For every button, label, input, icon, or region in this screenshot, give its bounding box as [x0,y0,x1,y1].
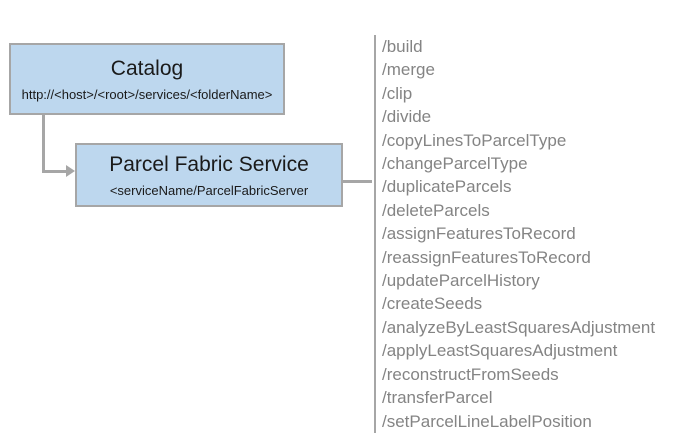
endpoint-item: /reassignFeaturesToRecord [382,247,591,267]
endpoint-item: /copyLinesToParcelType [382,130,567,150]
endpoint-item: /analyzeByLeastSquaresAdjustment [382,317,656,337]
endpoint-item: /divide [382,107,432,127]
parcel-fabric-service-node: Parcel Fabric Service <serviceName/Parce… [75,143,343,207]
endpoint-item: /transferParcel [382,388,493,408]
catalog-to-service-connector-vertical [42,115,45,173]
catalog-title: Catalog [110,57,184,81]
endpoint-item: /assignFeaturesToRecord [382,224,576,244]
service-to-endpoints-connector [343,180,372,183]
endpoint-list-divider [374,35,376,433]
endpoint-list: /build/merge/clip/divide/copyLinesToParc… [382,35,655,433]
service-title: Parcel Fabric Service [109,153,309,177]
endpoint-item: /reconstructFromSeeds [382,364,559,384]
catalog-url: http://<host>/<root>/services/<folderNam… [21,86,273,102]
endpoint-item: /applyLeastSquaresAdjustment [382,341,618,361]
endpoint-item: /createSeeds [382,294,483,314]
endpoint-item: /deleteParcels [382,200,490,220]
endpoint-item: /changeParcelType [382,154,528,174]
endpoint-item: /duplicateParcels [382,177,512,197]
endpoint-item: /updateParcelHistory [382,271,540,291]
endpoint-item: /setParcelLineLabelPosition [382,411,592,431]
catalog-node: Catalog http://<host>/<root>/services/<f… [9,43,285,115]
endpoint-item: /clip [382,83,413,103]
service-url: <serviceName/ParcelFabricServer [109,182,309,198]
endpoint-item: /build [382,37,423,56]
endpoint-item: /merge [382,60,435,80]
catalog-to-service-connector-horizontal [42,170,67,173]
arrowhead-icon [66,165,75,177]
